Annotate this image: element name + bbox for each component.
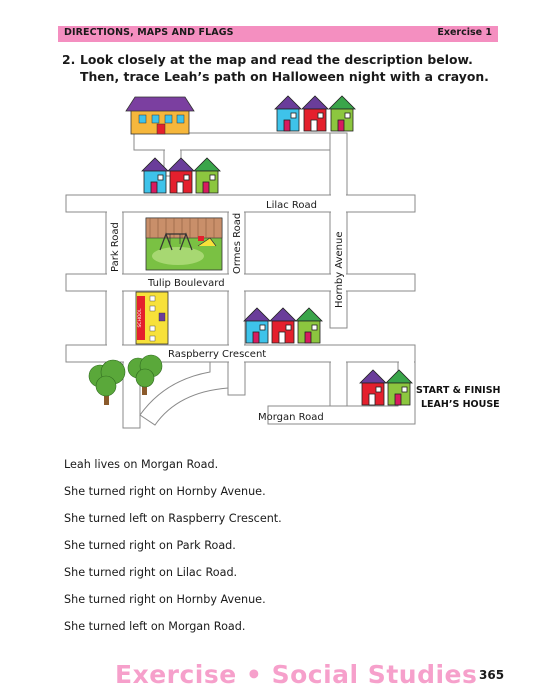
label-ormes-road: Ormes Road <box>232 213 243 274</box>
leah-house-label: LEAH’S HOUSE <box>421 399 500 410</box>
label-raspberry-crescent: Raspberry Crescent <box>168 349 266 360</box>
start-finish-label: START & FINISH <box>416 385 501 396</box>
question-text: Look closely at the map and read the des… <box>80 52 489 84</box>
direction-line: She turned right on Hornby Avenue. <box>64 593 266 606</box>
houses-top-right <box>274 95 356 132</box>
direction-line: She turned right on Park Road. <box>64 539 236 552</box>
page-number: 365 <box>479 668 505 682</box>
direction-line: She turned left on Morgan Road. <box>64 620 246 633</box>
direction-line: Leah lives on Morgan Road. <box>64 458 219 471</box>
direction-line: She turned left on Raspberry Crescent. <box>64 512 282 525</box>
label-hornby-avenue: Hornby Avenue <box>334 231 345 308</box>
leah-house <box>359 369 413 406</box>
direction-line: She turned right on Hornby Avenue. <box>64 485 266 498</box>
section-title: DIRECTIONS, MAPS AND FLAGS <box>64 27 234 38</box>
large-house <box>125 96 195 135</box>
section-header-bar: DIRECTIONS, MAPS AND FLAGS Exercise 1 <box>58 26 498 42</box>
school-building: SCHOOL <box>135 291 169 345</box>
playground <box>145 217 223 271</box>
houses-north-lilac <box>141 157 221 194</box>
trees <box>88 354 163 405</box>
neighborhood-map: SCHOOL Lilac Road Tulip Boulevard Raspbe… <box>65 95 501 429</box>
direction-line: She turned right on Lilac Road. <box>64 566 238 579</box>
label-morgan-road: Morgan Road <box>258 412 324 423</box>
school-sign: SCHOOL <box>137 308 143 327</box>
houses-north-raspberry <box>243 307 323 344</box>
label-tulip-boulevard: Tulip Boulevard <box>147 278 225 289</box>
question-number: 2. <box>62 52 76 67</box>
footer-title: Exercise • Social Studies <box>115 660 478 689</box>
label-park-road: Park Road <box>110 222 121 272</box>
exercise-label: Exercise 1 <box>437 27 492 38</box>
label-lilac-road: Lilac Road <box>266 200 317 211</box>
